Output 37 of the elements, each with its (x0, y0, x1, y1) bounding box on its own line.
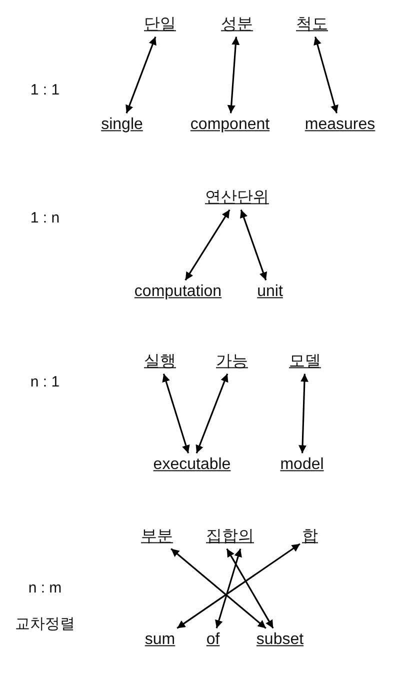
underlined-word: 부분 (141, 528, 173, 546)
arrow (314, 36, 338, 114)
arrow (170, 548, 266, 629)
arrow (162, 374, 190, 454)
ratio-label: 1 : 1 (30, 82, 60, 98)
ratio-label: n : 1 (30, 374, 60, 390)
underlined-word: unit (257, 283, 283, 301)
arrow (227, 36, 240, 114)
underlined-word: 합 (302, 528, 318, 546)
underlined-word: component (190, 116, 270, 134)
underlined-word: 가능 (216, 353, 248, 371)
ratio-label: n : m (28, 580, 62, 596)
underlined-word: 단일 (144, 16, 176, 34)
arrow (126, 36, 156, 114)
underlined-word: of (206, 631, 220, 649)
arrow (298, 374, 308, 454)
underlined-word: executable (153, 456, 231, 474)
arrow (176, 543, 300, 629)
underlined-word: single (101, 116, 143, 134)
underlined-word: computation (134, 283, 222, 301)
underlined-word: 척도 (296, 16, 328, 34)
ratio-label: 1 : n (30, 210, 60, 226)
underlined-word: subset (256, 631, 304, 649)
arrow (184, 209, 230, 281)
arrow (215, 548, 242, 628)
underlined-word: model (280, 456, 324, 474)
underlined-word: 모델 (289, 353, 321, 371)
arrow (226, 548, 274, 629)
arrow (240, 210, 268, 280)
underlined-word: 연산단위 (205, 189, 269, 207)
underlined-word: measures (304, 116, 376, 134)
underlined-word: sum (144, 631, 176, 649)
underlined-word: 성분 (221, 16, 253, 34)
note-label: 교차정렬 (15, 614, 75, 634)
underlined-word: 실행 (144, 353, 176, 371)
underlined-word: 집합의 (206, 528, 254, 546)
arrow (196, 374, 228, 454)
